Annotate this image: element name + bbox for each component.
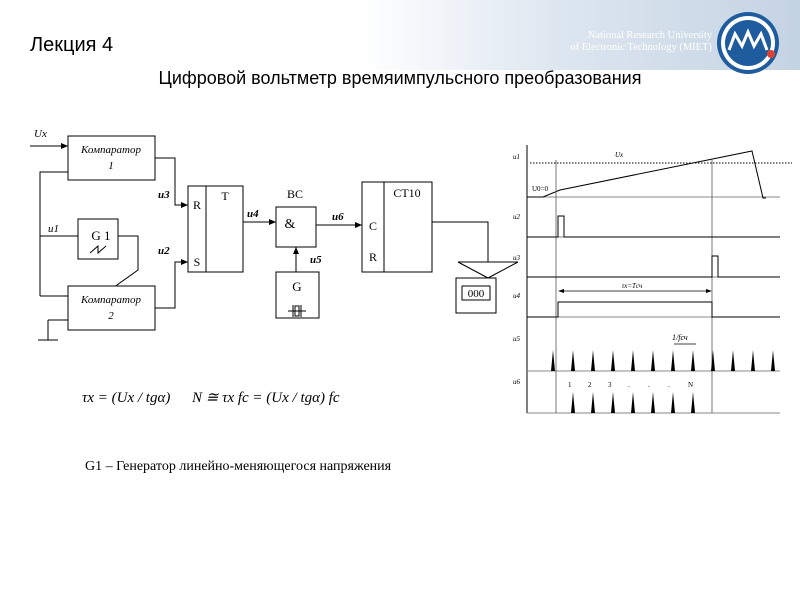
counter-block <box>361 181 433 273</box>
u1-label: u1 <box>48 223 59 235</box>
page-title: Цифровой вольтметр времяимпульсного прео… <box>158 68 642 88</box>
comparator-2-label: Компаратор <box>80 294 141 306</box>
comparator-1-block <box>67 135 156 181</box>
period-label: 1/fсч <box>672 333 688 342</box>
u5-spike-2 <box>571 350 575 371</box>
ramp-generator-label: G 1 <box>91 228 110 243</box>
u5-spike-9 <box>711 350 715 371</box>
comparator-2-block <box>67 285 156 331</box>
u6-spike-4 <box>631 392 635 413</box>
trigger-r-input: R <box>193 198 201 212</box>
counter-c-input: C <box>369 219 377 233</box>
row-label-u1: u1 <box>513 153 520 161</box>
ux-input-label: Ux <box>34 128 47 140</box>
count-label-2: 2 <box>588 381 592 389</box>
formula-2: N ≅ τx fc = (Ux / tgα) fc <box>191 390 340 406</box>
sawtooth-icon <box>89 244 107 255</box>
comparator-2-number: 2 <box>108 310 114 322</box>
clock-generator-label: G <box>292 279 301 294</box>
u5-spike-5 <box>631 350 635 371</box>
row-label-u5: u5 <box>513 335 521 343</box>
header-band <box>0 0 800 70</box>
u5-clock-spikes <box>551 350 775 371</box>
u5-label: u5 <box>310 254 322 266</box>
u6-spike-1 <box>571 392 575 413</box>
ramp-waveform <box>527 150 766 199</box>
u6-spike-3 <box>611 392 615 413</box>
count-dot-3: . <box>668 381 670 389</box>
caption: G1 – Генератор линейно-меняющегося напря… <box>85 459 392 474</box>
and-gate-symbol: & <box>285 217 296 232</box>
u0-label: U0=0 <box>532 185 549 193</box>
u5-spike-3 <box>591 350 595 371</box>
u6-spike-2 <box>591 392 595 413</box>
count-label-3: 3 <box>608 381 612 389</box>
and-gate-block <box>275 206 317 248</box>
comparator-1-number: 1 <box>108 160 114 172</box>
u5-spike-1 <box>551 350 555 371</box>
u6-counted-spikes <box>571 392 695 413</box>
miet-logo <box>717 12 779 74</box>
trigger-label: T <box>221 189 229 203</box>
university-name: National Research University of Electron… <box>570 30 712 54</box>
u6-spike-6 <box>671 392 675 413</box>
formulas: τx = (Ux / tgα) N ≅ τx fc = (Ux / tgα) f… <box>82 390 340 406</box>
u5-spike-8 <box>691 350 695 371</box>
counter-label: СТ10 <box>393 186 420 200</box>
counter-r-input: R <box>369 250 377 264</box>
u2-label: u2 <box>158 245 170 257</box>
tau-label: τx=Tсч <box>622 282 643 290</box>
u4-gate-pulse <box>527 301 780 318</box>
and-gate-title: ВС <box>287 187 303 201</box>
count-label-n: N <box>688 381 693 389</box>
trigger-block <box>187 185 244 273</box>
u6-spike-5 <box>651 392 655 413</box>
u4-label: u4 <box>247 208 259 220</box>
count-label-1: 1 <box>568 381 572 389</box>
lecture-number: Лекция 4 <box>30 34 114 56</box>
u3-label: u3 <box>158 189 170 201</box>
u2-pulse <box>527 215 780 238</box>
count-dot-2: . <box>648 381 650 389</box>
formula-1: τx = (Ux / tgα) <box>82 390 170 406</box>
circuit-signal-labels: Ux u1 u3 u2 u4 u6 u5 <box>34 128 344 266</box>
u5-spike-4 <box>611 350 615 371</box>
clock-generator-block <box>275 271 320 319</box>
row-label-u6: u6 <box>513 378 521 386</box>
u5-spike-12 <box>771 350 775 371</box>
u3-pulse <box>527 255 780 278</box>
u5-spike-7 <box>671 350 675 371</box>
u5-spike-11 <box>751 350 755 371</box>
ux-level-label: Ux <box>615 151 624 159</box>
university-line-2: of Electronic Technology (MIET) <box>570 42 712 53</box>
comparator-1-label: Компаратор <box>80 144 141 156</box>
row-label-u4: u4 <box>513 292 521 300</box>
u6-label: u6 <box>332 211 344 223</box>
trigger-s-input: S <box>194 255 201 269</box>
university-line-1: National Research University <box>587 30 712 41</box>
crystal-icon <box>288 305 306 317</box>
circuit-arrows <box>61 143 362 265</box>
u5-spike-6 <box>651 350 655 371</box>
timing-diagram: u1 u2 u3 u4 u5 u6 Ux U0=0 τx=Tсч 1/fсч 1… <box>513 145 792 414</box>
display-value: 000 <box>468 288 485 300</box>
u5-spike-10 <box>731 350 735 371</box>
count-dot-1: . <box>628 381 630 389</box>
u6-spike-7 <box>691 392 695 413</box>
row-label-u2: u2 <box>513 213 521 221</box>
counter-to-display-arrow <box>457 261 519 279</box>
row-label-u3: u3 <box>513 254 521 262</box>
